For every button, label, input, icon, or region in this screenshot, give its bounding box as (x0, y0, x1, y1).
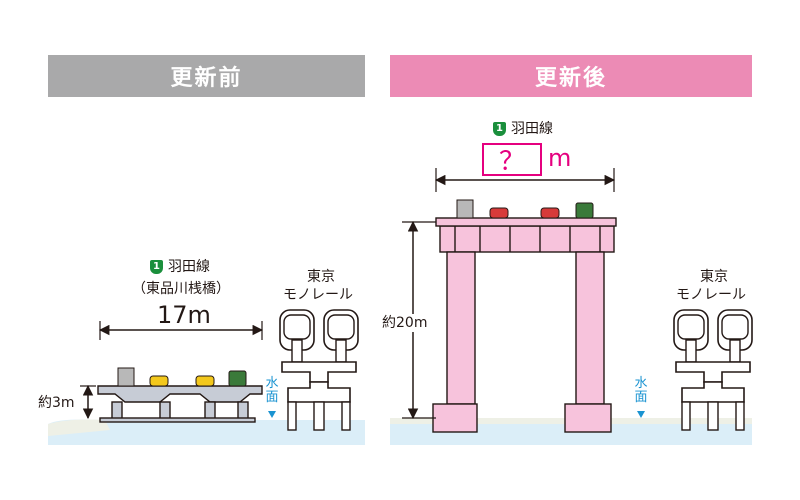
water-triangle-after (637, 411, 645, 418)
header-before: 更新前 (48, 55, 365, 97)
monorail-after (673, 309, 753, 431)
height-before: 約3m (38, 395, 75, 411)
monorail-before (279, 309, 359, 431)
ground-before (48, 419, 365, 445)
ground-after (390, 422, 752, 445)
route-name-before: 羽田線 (168, 259, 210, 275)
monorail-label-after-1: 東京 (700, 269, 728, 285)
header-after: 更新後 (390, 55, 752, 97)
monorail-label-after-2: モノレール (676, 287, 746, 303)
water-label-before: 水面 (265, 376, 279, 405)
route-1-icon: 1 (150, 260, 163, 274)
route-1-icon-after: 1 (493, 122, 506, 136)
unknown-width-unit: m (548, 144, 572, 172)
water-triangle-before (268, 411, 276, 418)
height-after: 約20m (382, 314, 428, 332)
new-structure (432, 225, 615, 433)
route-label-before: 1 羽田線 (150, 260, 210, 274)
unknown-width-box: ？ (482, 143, 542, 177)
vehicles-before (117, 367, 247, 387)
monorail-label-before-2: モノレール (283, 287, 353, 303)
vehicles-after (456, 199, 594, 219)
route-name-after: 羽田線 (511, 121, 553, 137)
route-label-after: 1 羽田線 (493, 122, 553, 136)
old-bridge (97, 385, 263, 423)
width-before: 17m (157, 301, 211, 329)
bridge-sub-name: （東品川桟橋） (132, 281, 230, 297)
monorail-label-before-1: 東京 (307, 269, 335, 285)
water-label-after: 水面 (634, 376, 648, 405)
